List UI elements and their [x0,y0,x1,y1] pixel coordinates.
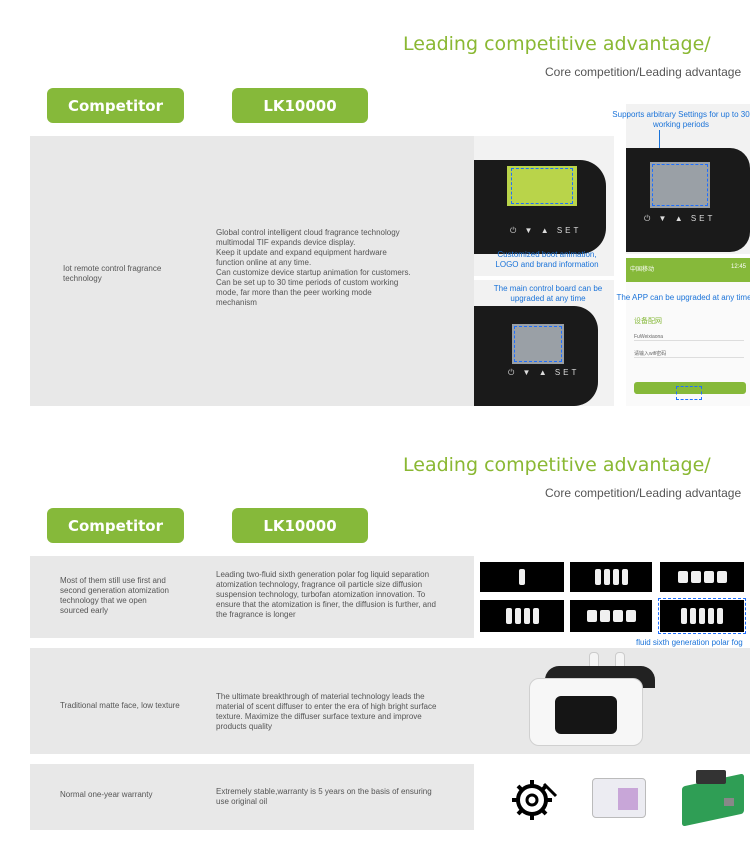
app-field-2: 请输入wifi密码 [634,350,744,358]
device-image-board: The main control board can be upgraded a… [474,280,614,406]
highlight-box [511,168,573,204]
nozzle-thumb-1 [480,562,564,592]
enclosure-render-image [584,768,656,828]
nozzle-thumb-4 [480,600,564,632]
app-confirm-button[interactable] [634,382,746,394]
device-buttons: ⏻ ▼ ▲ SET [644,214,716,223]
row1-annotation: fluid sixth generation polar fog [636,638,743,647]
device-image-boot: ⏻ ▼ ▲ SET Customized boot animation, LOG… [474,136,614,276]
device-buttons: ⏻ ▼ ▲ SET [508,368,580,377]
device-buttons: ⏻ ▼ ▲ SET [510,226,582,235]
status-left: 中国移动 [630,267,655,273]
nozzle-thumb-3 [660,562,744,592]
app-field-1: FuWeixiaona [634,334,744,341]
highlight-box [514,326,562,362]
section1-product-pill: LK10000 [232,88,368,123]
section1-row-band [30,136,474,406]
row1-product-text: Leading two-fluid sixth generation polar… [216,570,436,619]
section2-headline: Leading competitive advantage/ [403,454,711,476]
section2-row3-band [30,764,474,830]
section1-product-text: Global control intelligent cloud fragran… [216,228,411,307]
highlight-box [652,164,708,206]
annotation-board: The main control board can be upgraded a… [493,284,603,303]
section2-row1-band [30,556,474,638]
annotation-settings: Supports arbitrary Settings for up to 30… [612,110,750,129]
section1-subline: Core competition/Leading advantage [545,65,742,79]
app-screen-image: 中国移动 12:45 The APP can be upgraded at an… [616,258,750,406]
row2-product-text: The ultimate breakthrough of material te… [216,692,437,731]
status-right: 12:45 [730,264,746,270]
row1-competitor-text: Most of them still use first and second … [60,576,169,615]
row3-product-text: Extremely stable,warranty is 5 years on … [216,787,432,806]
diffuser-product-image [525,652,655,750]
gear-wrench-icon [508,774,560,826]
highlight-box [676,386,702,400]
highlight-box [658,598,746,634]
nozzle-thumb-2 [570,562,652,592]
section1-competitor-pill: Competitor [47,88,184,123]
section2-product-pill: LK10000 [232,508,368,543]
app-title: 设备配网 [634,318,662,325]
annotation-app: The APP can be upgraded at any time [616,293,750,302]
annotation-boot: Customized boot animation, LOGO and bran… [495,250,599,269]
section1-headline: Leading competitive advantage/ [403,33,711,55]
section1-competitor-text: Iot remote control fragrance technology [63,264,162,283]
row2-competitor-text: Traditional matte face, low texture [60,701,180,710]
section2-subline: Core competition/Leading advantage [545,486,742,500]
device-image-settings: Supports arbitrary Settings for up to 30… [612,104,750,254]
nozzle-image-grid [474,556,750,638]
section2-competitor-pill: Competitor [47,508,184,543]
circuit-board-image [676,766,750,828]
row3-competitor-text: Normal one-year warranty [60,790,153,799]
nozzle-thumb-5 [570,600,652,632]
nozzle-thumb-6 [660,600,744,632]
